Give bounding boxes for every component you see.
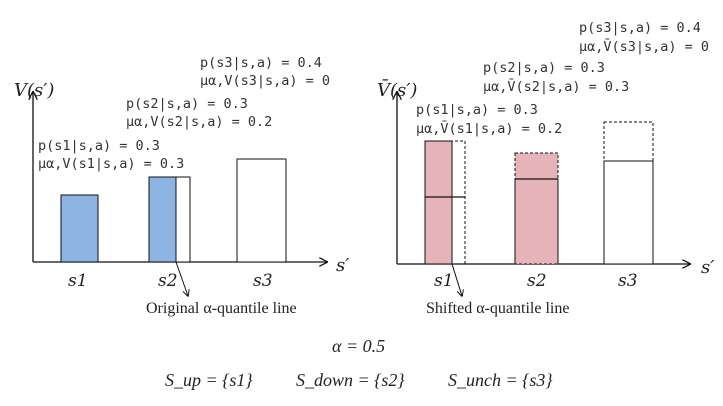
left-ann-s3-mu: μα,V(s3|s,a) = 0 bbox=[200, 73, 330, 89]
right-ann-s3-mu: μα,V̄(s3|s,a) = 0 bbox=[579, 38, 709, 55]
right-bar-s2-shifted bbox=[514, 152, 559, 265]
left-x-axis-label: s′ bbox=[336, 255, 349, 276]
left-caption-arrow bbox=[175, 261, 188, 296]
right-caption: Shifted α-quantile line bbox=[426, 300, 569, 317]
left-ann-s2-mu: μα,V(s2|s,a) = 0.2 bbox=[126, 114, 272, 130]
right-tick-s3: s3 bbox=[618, 271, 638, 291]
left-tick-s2: s2 bbox=[158, 271, 178, 291]
left-ann-s2-p: p(s2|s,a) = 0.3 bbox=[126, 96, 248, 112]
left-bar-s1 bbox=[60, 194, 99, 263]
set-unch: S_unch = {s3} bbox=[448, 370, 553, 390]
left-y-axis-label: V(s′) bbox=[14, 80, 54, 101]
left-caption: Original α-quantile line bbox=[146, 300, 297, 317]
right-y-axis-label: V̄(s′) bbox=[377, 78, 417, 101]
right-ann-s1-p: p(s1|s,a) = 0.3 bbox=[416, 102, 538, 118]
alpha-value: α = 0.5 bbox=[332, 336, 385, 356]
right-panel: V̄(s′) s′ s1 s2 s3 p(s1|s,a) = 0.3 μα,V̄… bbox=[377, 20, 714, 317]
left-bar-s2-empty bbox=[175, 176, 191, 263]
right-ann-s2-mu: μα,V̄(s2|s,a) = 0.3 bbox=[483, 78, 629, 95]
right-bar-s1-dashed bbox=[424, 140, 466, 265]
right-ann-s1-mu: μα,V̄(s1|s,a) = 0.2 bbox=[416, 120, 562, 137]
left-panel: V(s′) s′ s1 s2 s3 p(s1|s,a) = 0.3 μα,V(s… bbox=[14, 55, 349, 317]
left-bar-s3 bbox=[236, 158, 287, 263]
right-tick-s1: s1 bbox=[434, 271, 454, 291]
set-up: S_up = {s1} bbox=[165, 370, 253, 390]
right-tick-s2: s2 bbox=[527, 271, 547, 291]
right-ann-s3-p: p(s3|s,a) = 0.4 bbox=[579, 20, 701, 36]
left-tick-s1: s1 bbox=[68, 271, 88, 291]
left-ann-s1-mu: μα,V(s1|s,a) = 0.3 bbox=[38, 156, 184, 172]
right-caption-arrow bbox=[451, 263, 462, 296]
left-ann-s3-p: p(s3|s,a) = 0.4 bbox=[200, 55, 322, 71]
set-down: S_down = {s2} bbox=[296, 370, 405, 390]
right-x-axis-label: s′ bbox=[701, 257, 714, 278]
right-bar-s3 bbox=[603, 160, 654, 265]
left-tick-s3: s3 bbox=[253, 271, 273, 291]
right-ann-s2-p: p(s2|s,a) = 0.3 bbox=[483, 60, 605, 76]
left-bar-s2-filled bbox=[148, 176, 177, 263]
right-bar-s1-shifted bbox=[424, 140, 453, 265]
left-ann-s1-p: p(s1|s,a) = 0.3 bbox=[38, 138, 160, 154]
